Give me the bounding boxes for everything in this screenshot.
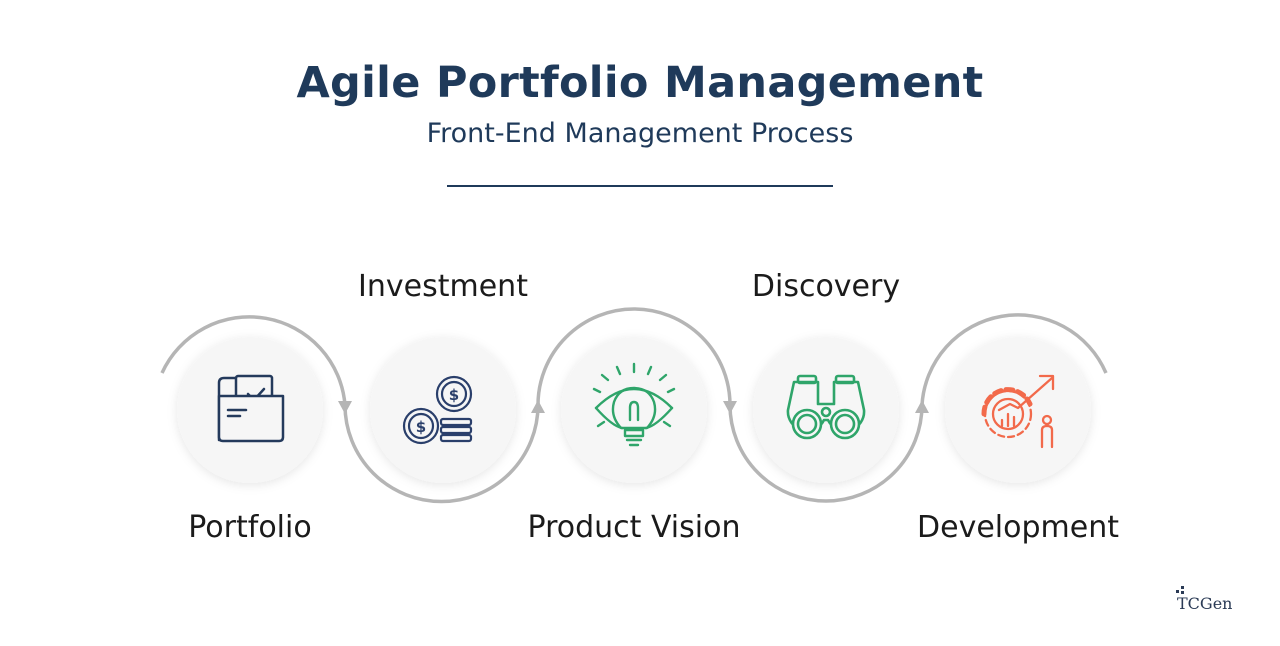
circle-product-vision — [561, 337, 707, 483]
circle-discovery — [753, 337, 899, 483]
step-circles — [177, 337, 1091, 483]
lightbulb-eye-icon — [592, 362, 676, 447]
step-label-portfolio: Portfolio — [188, 510, 312, 545]
step-label-product-vision: Product Vision — [527, 510, 741, 545]
circle-investment — [370, 337, 516, 483]
arrow-up-2 — [531, 400, 545, 413]
svg-text:$: $ — [416, 418, 426, 436]
step-label-development: Development — [917, 510, 1119, 545]
arc-discovery — [728, 404, 924, 503]
arrow-down-3 — [723, 401, 737, 414]
svg-text:$: $ — [449, 386, 459, 404]
binoculars-icon — [786, 374, 866, 440]
brand-logo-dots — [1176, 586, 1184, 594]
arrow-up-4 — [915, 400, 929, 413]
arc-investment — [343, 404, 540, 504]
arrow-down-1 — [338, 401, 352, 414]
circle-development — [945, 337, 1091, 483]
flow-arrows — [338, 400, 929, 414]
flow-arcs — [160, 307, 1108, 504]
brand-logo: TCGen — [1177, 594, 1233, 613]
arc-development — [920, 313, 1108, 406]
page-subtitle: Front-End Management Process — [426, 118, 854, 149]
arc-product-vision — [536, 307, 732, 406]
page-title: Agile Portfolio Management — [296, 58, 984, 108]
step-label-investment: Investment — [358, 269, 528, 304]
gear-growth-icon — [981, 374, 1055, 449]
folder-icon — [217, 374, 285, 443]
arc-portfolio — [160, 315, 347, 406]
coins-icon: $ $ — [402, 375, 473, 445]
step-label-discovery: Discovery — [751, 269, 901, 304]
title-divider — [447, 185, 833, 187]
